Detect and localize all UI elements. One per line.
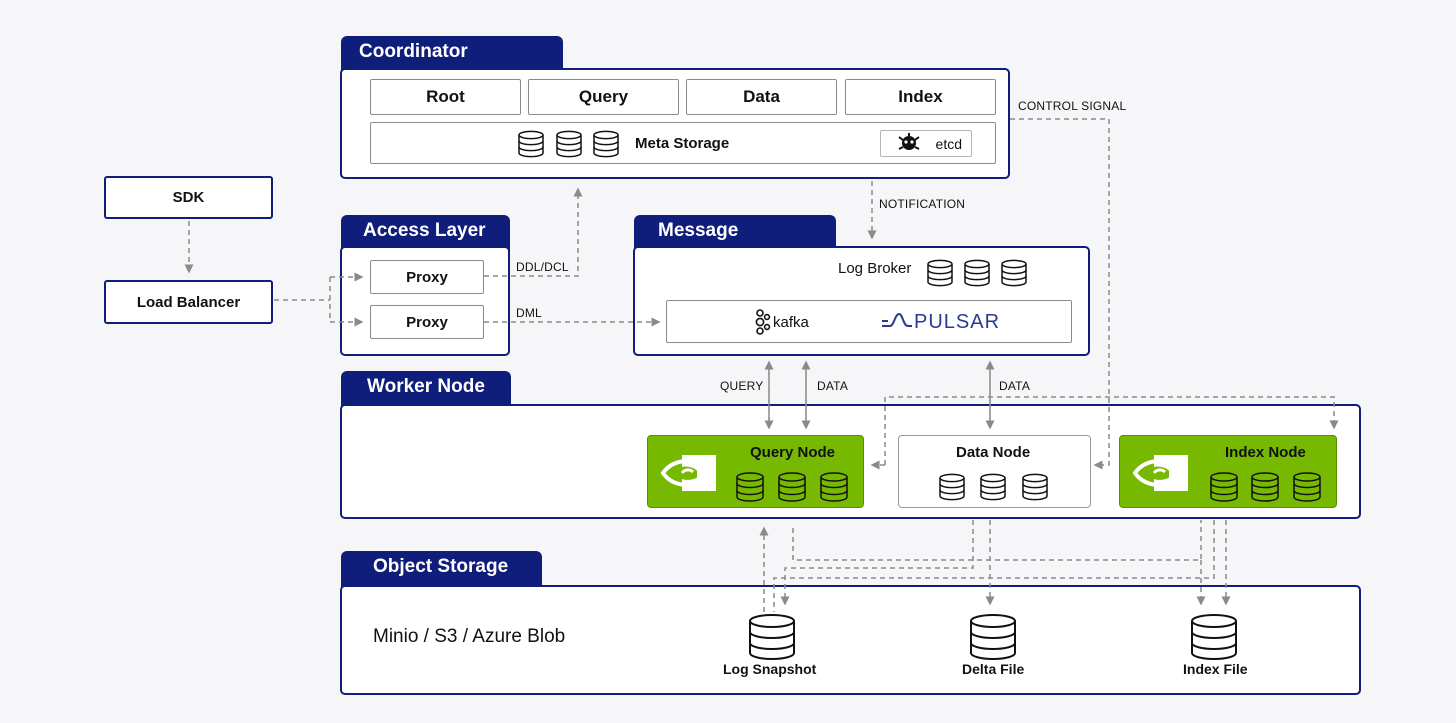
coordinator-title: Coordinator xyxy=(359,41,468,62)
notification-label: NOTIFICATION xyxy=(879,197,966,211)
etcd-badge: etcd xyxy=(880,130,972,157)
proxy-box-1: Proxy xyxy=(370,260,484,294)
load-balancer-label: Load Balancer xyxy=(136,293,241,311)
data-coord-box: Data xyxy=(686,79,837,115)
meta-db-icon-1 xyxy=(518,130,544,158)
lb-to-proxies-edge xyxy=(274,277,331,322)
kafka-icon xyxy=(755,309,771,335)
index-node-db-icon-3 xyxy=(1293,472,1321,502)
index-file-db-icon xyxy=(1191,614,1237,660)
log-snapshot-db-icon xyxy=(749,614,795,660)
broker-strip xyxy=(666,300,1072,343)
broker-db-icon-2 xyxy=(964,259,990,287)
ddl-dcl-label: DDL/DCL xyxy=(516,260,569,274)
data-node-db-icon-2 xyxy=(980,473,1006,501)
object-storage-panel xyxy=(340,585,1361,695)
query-node-db-icon-1 xyxy=(736,472,764,502)
object-storage-title: Object Storage xyxy=(373,556,509,577)
kafka-label: kafka xyxy=(773,314,809,331)
index-coord-box: Index xyxy=(845,79,996,115)
nvidia-icon-query xyxy=(658,453,718,493)
nvidia-icon-index xyxy=(1130,453,1190,493)
query-coord-label: Query xyxy=(578,87,629,106)
query-node-db-icon-3 xyxy=(820,472,848,502)
index-node-db-icon-2 xyxy=(1251,472,1279,502)
proxy-box-2: Proxy xyxy=(370,305,484,339)
query-node-label: Query Node xyxy=(750,444,836,461)
delta-file-db-icon xyxy=(970,614,1016,660)
meta-storage-label: Meta Storage xyxy=(635,135,730,152)
pulsar-label: PULSAR xyxy=(914,311,1001,333)
message-title: Message xyxy=(658,220,739,241)
index-coord-label: Index xyxy=(898,87,943,106)
pulsar-icon xyxy=(882,312,912,327)
sdk-box: SDK xyxy=(104,176,273,219)
control-signal-label: CONTROL SIGNAL xyxy=(1018,99,1127,113)
load-balancer-box: Load Balancer xyxy=(104,280,273,324)
broker-to-index-edge xyxy=(884,396,1339,465)
broker-db-icon-1 xyxy=(927,259,953,287)
log-broker-label: Log Broker xyxy=(838,260,912,277)
worker-node-title: Worker Node xyxy=(367,376,485,397)
etcd-icon xyxy=(898,133,920,150)
etcd-label: etcd xyxy=(935,135,962,152)
proxy-label-1: Proxy xyxy=(406,268,448,286)
data-edge-label-2: DATA xyxy=(999,379,1031,393)
delta-file-label: Delta File xyxy=(962,661,1025,677)
root-coord-box: Root xyxy=(370,79,521,115)
index-node-db-icon-1 xyxy=(1210,472,1238,502)
storage-backends-label: Minio / S3 / Azure Blob xyxy=(373,626,566,647)
query-node-db-icon-2 xyxy=(778,472,806,502)
data-node-label: Data Node xyxy=(956,444,1031,461)
index-node-label: Index Node xyxy=(1225,444,1306,461)
data-edge-label-1: DATA xyxy=(817,379,849,393)
dml-label: DML xyxy=(516,306,542,320)
sdk-label: SDK xyxy=(172,189,205,206)
meta-db-icon-2 xyxy=(556,130,582,158)
query-edge-label: QUERY xyxy=(720,379,764,393)
data-coord-label: Data xyxy=(743,87,780,106)
query-coord-box: Query xyxy=(528,79,679,115)
broker-db-icon-3 xyxy=(1001,259,1027,287)
root-coord-label: Root xyxy=(426,87,465,106)
proxy-label-2: Proxy xyxy=(406,313,448,331)
ddl-dcl-edge xyxy=(484,187,583,277)
data-node-db-icon-1 xyxy=(939,473,965,501)
control-signal-edge xyxy=(1010,118,1110,470)
index-file-label: Index File xyxy=(1183,661,1248,677)
meta-db-icon-3 xyxy=(593,130,619,158)
data-node-db-icon-3 xyxy=(1022,473,1048,501)
access-layer-title: Access Layer xyxy=(363,220,486,241)
log-snapshot-label: Log Snapshot xyxy=(723,661,817,677)
